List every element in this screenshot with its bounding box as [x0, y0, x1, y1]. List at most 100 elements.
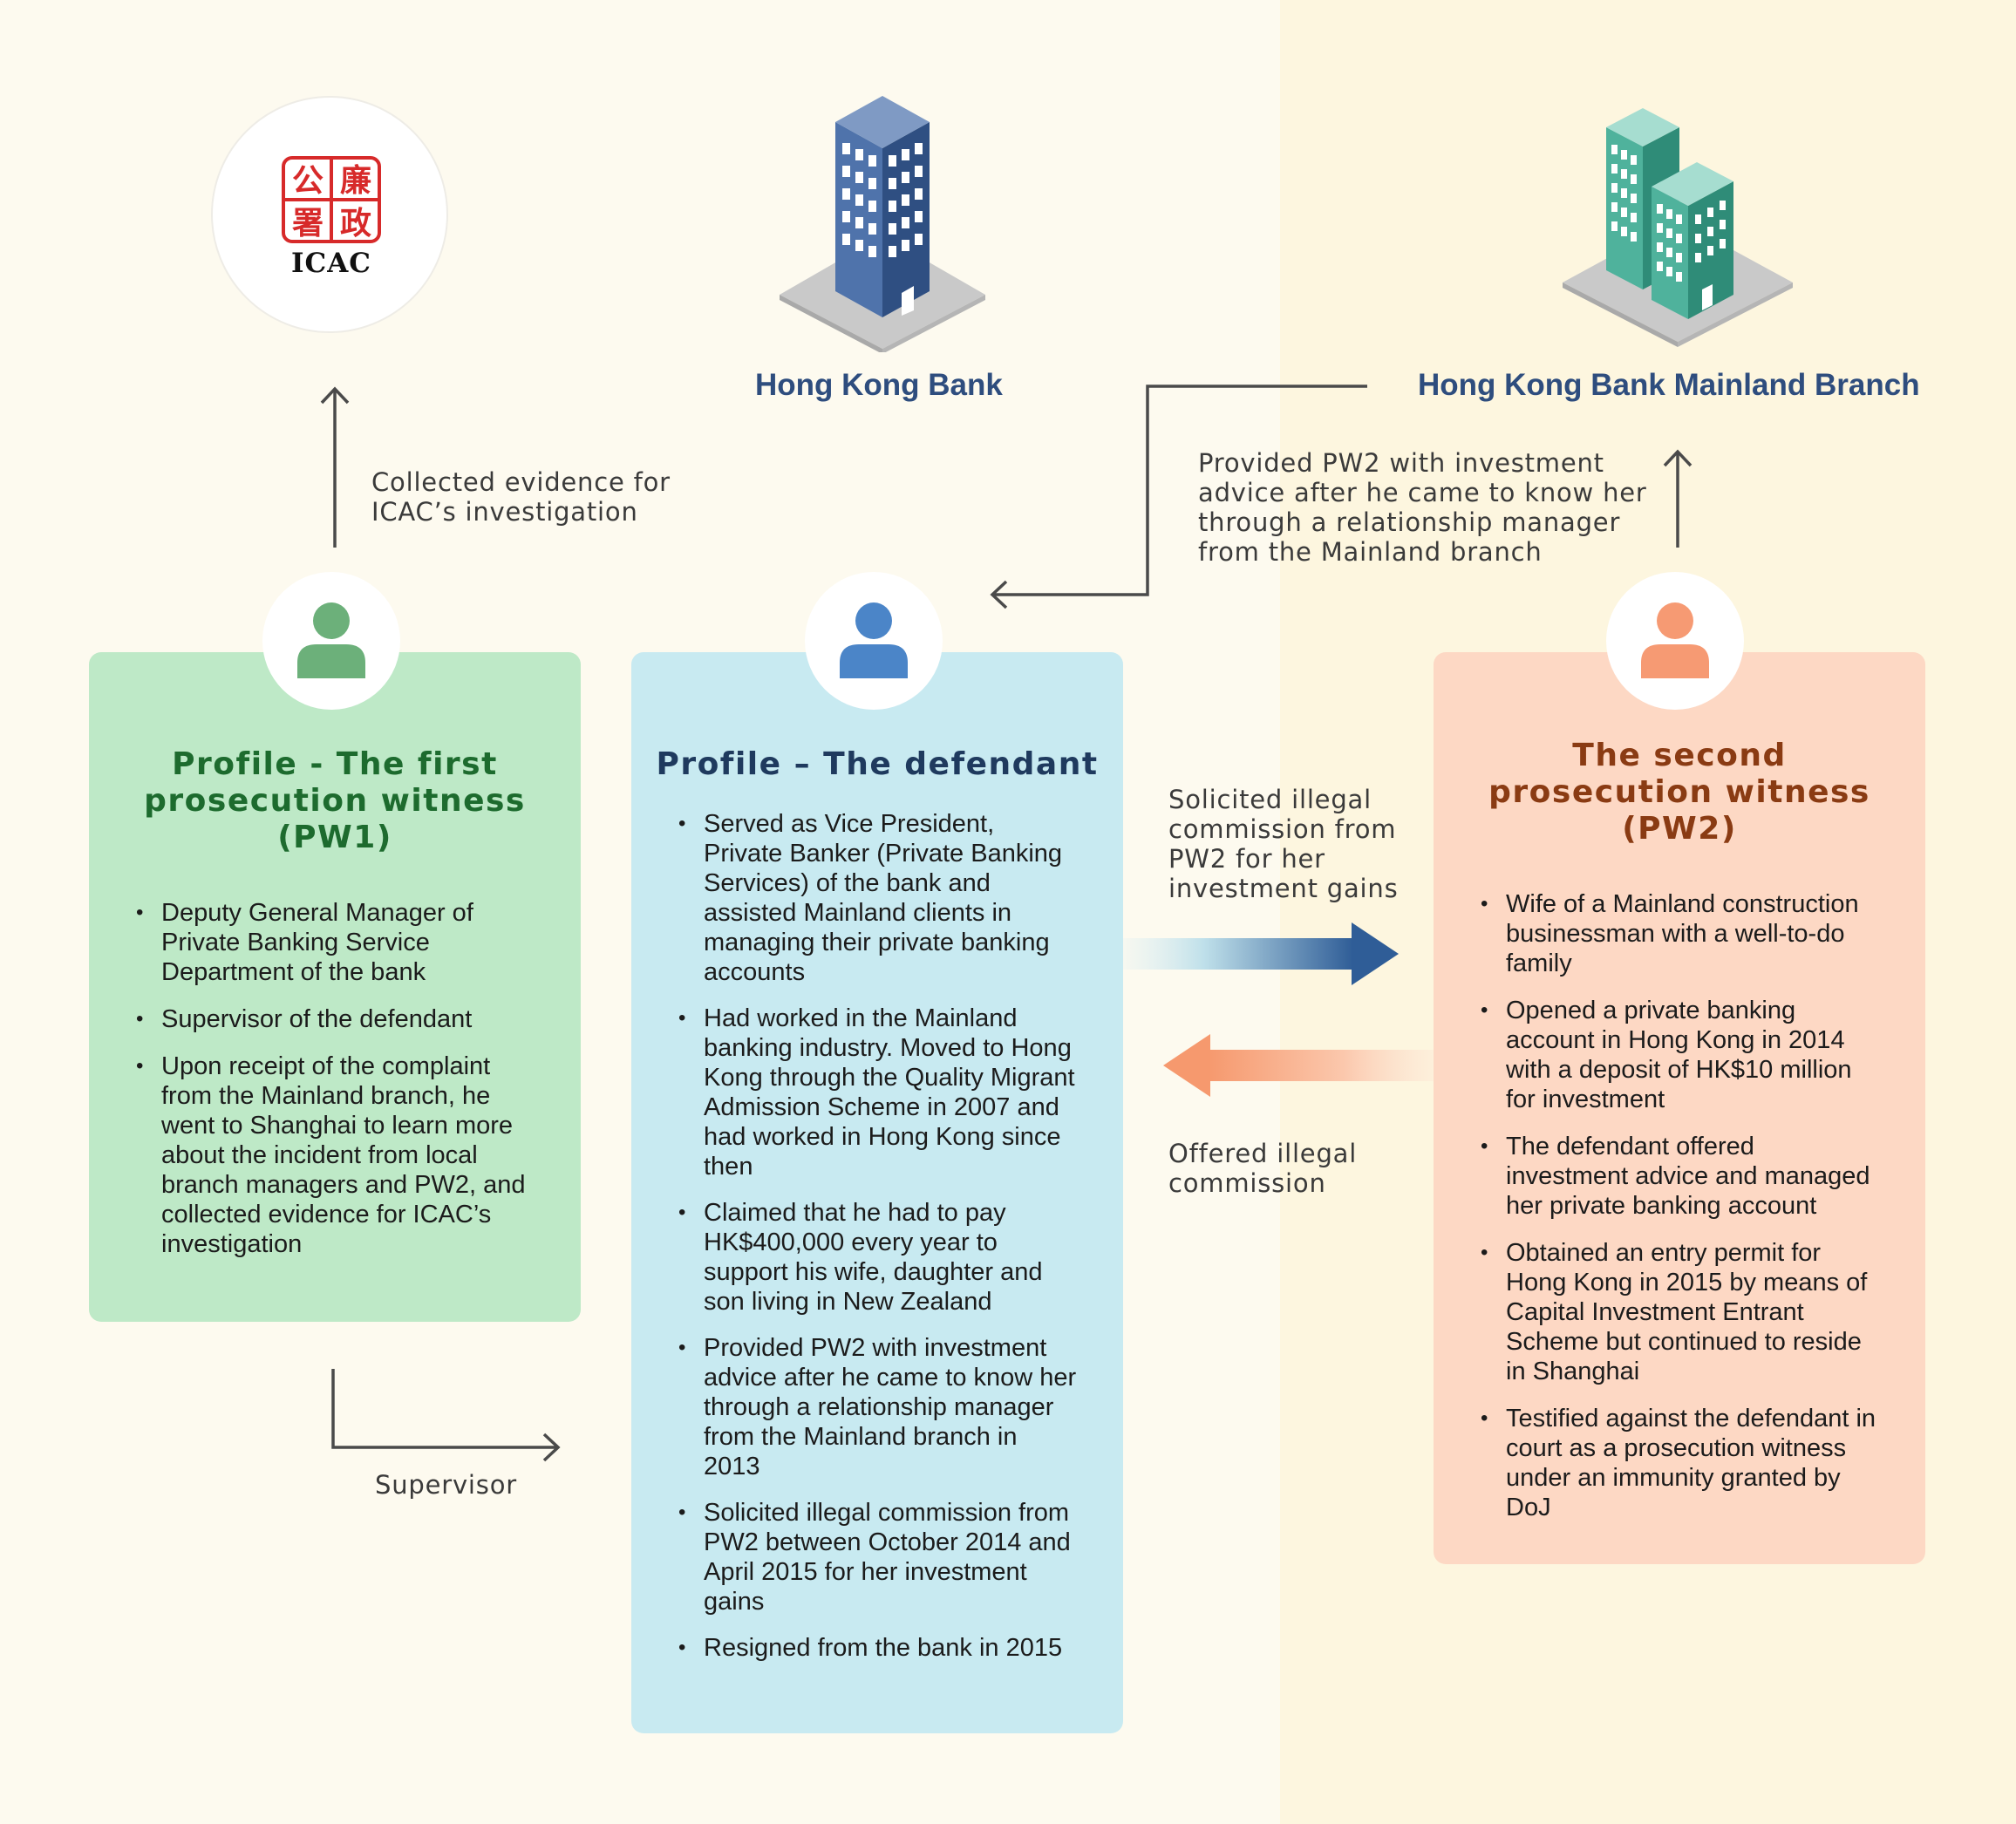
- person-icon: [1641, 602, 1709, 678]
- note-line: advice after he came to know her: [1198, 478, 1647, 507]
- logo-char-4: 署: [292, 206, 324, 242]
- person-icon: [297, 602, 365, 678]
- bullet-line: DoJ: [1506, 1494, 1551, 1521]
- bullet-line: from the Mainland branch, he: [161, 1082, 491, 1110]
- twin-buildings-icon: [1563, 108, 1793, 347]
- bullet-line: about the incident from local: [161, 1141, 478, 1169]
- bullet-line: Admission Scheme in 2007 and: [704, 1093, 1059, 1121]
- note-line: Solicited illegal: [1168, 785, 1372, 814]
- bullet-line: banking industry. Moved to Hong: [704, 1034, 1072, 1062]
- person-icon: [840, 602, 908, 678]
- arrow-solicited-commission: [1123, 922, 1399, 985]
- arrow-to-icac: [320, 386, 350, 548]
- bullet-line: Opened a private banking: [1506, 997, 1796, 1024]
- pw1-title: Profile - The first prosecution witness …: [89, 746, 581, 856]
- bullet-line: Private Banker (Private Banking: [704, 840, 1063, 868]
- note-line: through a relationship manager: [1198, 507, 1621, 537]
- bullet-line: 2013: [704, 1453, 760, 1480]
- bullet-line: gains: [704, 1588, 765, 1616]
- defendant-bullet-list: Served as Vice President, Private Banker…: [678, 809, 1076, 1663]
- bullet-line: her private banking account: [1506, 1192, 1817, 1220]
- bullet-line: went to Shanghai to learn more: [161, 1112, 514, 1140]
- list-item: The defendant offered investment advice …: [1481, 1132, 1876, 1221]
- bullet-line: PW2 between October 2014 and: [704, 1528, 1071, 1556]
- note-line: Supervisor: [375, 1470, 517, 1500]
- list-item: Had worked in the Mainland banking indus…: [678, 1004, 1076, 1181]
- bullet-line: assisted Mainland clients in: [704, 899, 1012, 927]
- list-item: Resigned from the bank in 2015: [678, 1633, 1076, 1663]
- bullet-line: account in Hong Kong in 2014: [1506, 1026, 1845, 1054]
- bullet-line: with a deposit of HK$10 million: [1506, 1056, 1852, 1084]
- bullet-line: Resigned from the bank in 2015: [704, 1634, 1063, 1662]
- title-line: prosecution witness: [1488, 774, 1870, 810]
- pw2-avatar: [1606, 572, 1744, 710]
- arrow-to-mainland-branch: [1663, 449, 1692, 548]
- list-item: Wife of a Mainland construction business…: [1481, 889, 1876, 978]
- bullet-line: in Shanghai: [1506, 1358, 1640, 1385]
- list-item: Testified against the defendant in court…: [1481, 1404, 1876, 1522]
- hk-bank-label: Hong Kong Bank: [755, 368, 1003, 402]
- collected-evidence-note: Collected evidence for ICAC’s investigat…: [371, 467, 671, 527]
- office-building-icon: [780, 96, 985, 352]
- bullet-line: court as a prosecution witness: [1506, 1434, 1847, 1462]
- bullet-line: Wife of a Mainland construction: [1506, 890, 1859, 918]
- note-line: Collected evidence for: [371, 467, 671, 497]
- bullet-line: support his wife, daughter and: [704, 1258, 1043, 1286]
- bullet-line: branch managers and PW2, and: [161, 1171, 526, 1199]
- note-line: ICAC’s investigation: [371, 497, 638, 527]
- bullet-line: The defendant offered: [1506, 1133, 1754, 1160]
- note-line: commission from: [1168, 814, 1397, 844]
- bullet-line: son living in New Zealand: [704, 1288, 992, 1316]
- list-item: Supervisor of the defendant: [136, 1004, 526, 1034]
- bullet-line: Capital Investment Entrant: [1506, 1298, 1804, 1326]
- logo-char-2: 政: [340, 206, 371, 242]
- bullet-line: advice after he came to know her: [704, 1364, 1077, 1392]
- bullet-line: Solicited illegal commission from: [704, 1499, 1070, 1527]
- list-item: Obtained an entry permit for Hong Kong i…: [1481, 1238, 1876, 1386]
- arrow-to-defendant: [990, 385, 1367, 609]
- bullet-line: investment advice and managed: [1506, 1162, 1870, 1190]
- bullet-line: Provided PW2 with investment: [704, 1334, 1047, 1362]
- provided-advice-note: Provided PW2 with investment advice afte…: [1198, 448, 1647, 567]
- bullet-line: HK$400,000 every year to: [704, 1228, 998, 1256]
- list-item: Upon receipt of the complaint from the M…: [136, 1052, 526, 1259]
- bullet-line: through a relationship manager: [704, 1393, 1054, 1421]
- bullet-line: family: [1506, 949, 1572, 977]
- offered-commission-note: Offered illegal commission: [1168, 1139, 1357, 1198]
- list-item: Deputy General Manager of Private Bankin…: [136, 898, 526, 987]
- list-item: Solicited illegal commission from PW2 be…: [678, 1498, 1076, 1616]
- bullet-line: Department of the bank: [161, 958, 426, 986]
- bullet-line: Services) of the bank and: [704, 869, 991, 897]
- bullet-line: under an immunity granted by: [1506, 1464, 1841, 1492]
- bullet-line: for investment: [1506, 1086, 1665, 1113]
- bullet-line: Private Banking Service: [161, 929, 430, 956]
- note-line: from the Mainland branch: [1198, 537, 1543, 567]
- solicited-commission-note: Solicited illegal commission from PW2 fo…: [1168, 785, 1399, 903]
- list-item: Claimed that he had to pay HK$400,000 ev…: [678, 1198, 1076, 1317]
- note-line: Offered illegal: [1168, 1139, 1358, 1168]
- bullet-line: Kong through the Quality Migrant: [704, 1064, 1075, 1092]
- pw2-title: The second prosecution witness (PW2): [1434, 738, 1925, 847]
- defendant-title: Profile – The defendant: [631, 746, 1123, 783]
- bullet-line: Had worked in the Mainland: [704, 1004, 1018, 1032]
- bullet-line: from the Mainland branch in: [704, 1423, 1018, 1451]
- bullet-line: Served as Vice President,: [704, 810, 995, 838]
- bullet-line: Hong Kong in 2015 by means of: [1506, 1269, 1868, 1297]
- note-line: Provided PW2 with investment: [1198, 448, 1604, 478]
- pw2-bullet-list: Wife of a Mainland construction business…: [1481, 889, 1876, 1522]
- title-line: (PW2): [1622, 811, 1737, 847]
- bullet-line: Claimed that he had to pay: [704, 1199, 1006, 1227]
- bullet-line: managing their private banking: [704, 929, 1050, 956]
- bullet-line: Obtained an entry permit for: [1506, 1239, 1822, 1267]
- bullet-line: Upon receipt of the complaint: [161, 1052, 491, 1080]
- title-line: The second: [1572, 738, 1787, 773]
- bullet-line: Testified against the defendant in: [1506, 1405, 1876, 1433]
- mainland-branch-label: Hong Kong Bank Mainland Branch: [1418, 368, 1920, 402]
- icac-logo-text: ICAC: [291, 248, 371, 279]
- note-line: PW2 for her: [1168, 844, 1325, 874]
- logo-char-3: 公: [292, 163, 324, 199]
- title-line: Profile – The defendant: [656, 746, 1099, 782]
- arrow-supervisor: [331, 1369, 561, 1462]
- bullet-line: accounts: [704, 958, 806, 986]
- bullet-line: had worked in Hong Kong since: [704, 1123, 1061, 1151]
